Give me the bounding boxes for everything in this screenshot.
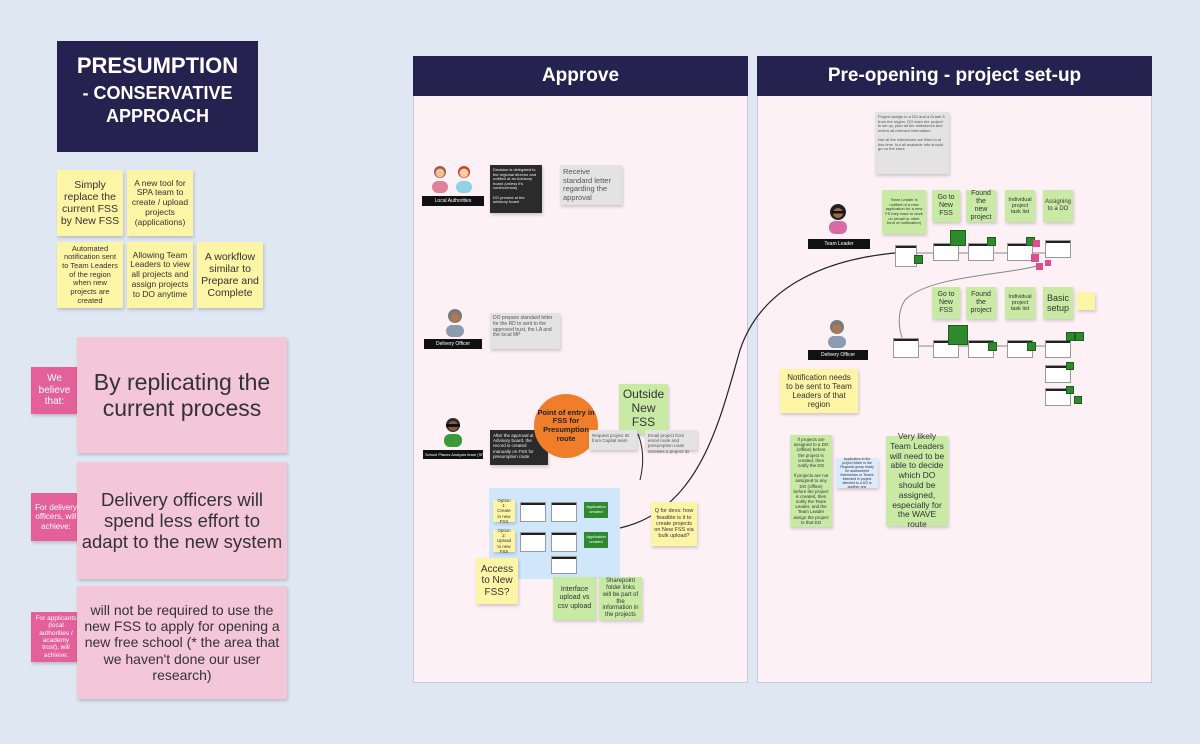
la-decision-note[interactable]: Decision is delegated to the regional di… [490, 165, 542, 213]
tl-step-go-to-fss[interactable]: Go to New FSS [932, 190, 960, 222]
likely-team-leaders-sticky[interactable]: Very likely Team Leaders will need to be… [886, 431, 948, 529]
screen-thumbnail [1045, 388, 1071, 406]
access-fss-sticky[interactable]: Access to New FSS? [476, 558, 518, 604]
green-marker [987, 237, 996, 246]
applicant-achieve-text[interactable]: will not be required to use the new FSS … [77, 586, 287, 699]
do-step-task-list[interactable]: Individual project task list [1005, 287, 1035, 319]
email-project-note[interactable]: Email project from email route and presu… [645, 430, 697, 454]
tl-step-assign-do[interactable]: Assigning to a DO [1043, 190, 1073, 222]
believe-text[interactable]: By replicating the current process [77, 337, 287, 453]
board-title[interactable]: PRESUMPTION - CONSERVATIVE APPROACH [57, 41, 258, 152]
pink-marker [1036, 263, 1043, 270]
project-assign-note[interactable]: Project assign to a DO and a Grade 6 fro… [875, 112, 949, 174]
outside-fss-sticky[interactable]: Outside New FSS [619, 384, 668, 434]
do-step-go-to-fss[interactable]: Go to New FSS [932, 287, 960, 319]
application-created-badge: Application created [584, 532, 608, 548]
screen-thumbnail [520, 502, 546, 522]
title-line-1: PRESUMPTION [76, 53, 239, 78]
la-letter-sticky[interactable]: Receive standard letter regarding the ap… [560, 165, 622, 205]
do-letter-note[interactable]: DO prepare standard letter for the RD to… [490, 313, 560, 349]
green-marker [1075, 332, 1084, 341]
screen-thumbnail [1007, 243, 1033, 261]
green-marker [1066, 332, 1075, 341]
approve-header: Approve [413, 56, 748, 96]
team-leader-label: Team Leader [808, 239, 870, 249]
screen-thumbnail [551, 502, 577, 522]
screen-thumbnail [1045, 240, 1071, 258]
screen-thumbnail [933, 243, 959, 261]
green-marker [950, 230, 966, 246]
idea-sticky[interactable]: Simply replace the current FSS by New FS… [57, 170, 123, 236]
pink-marker [1045, 260, 1051, 266]
application-created-badge: Application created [584, 502, 608, 518]
idea-sticky[interactable]: A workflow similar to Prepare and Comple… [197, 242, 263, 308]
sharepoint-sticky[interactable]: Sharepoint folder links will be part of … [599, 577, 642, 620]
option-1-sticky[interactable]: Option 1: Create in new FSS [493, 498, 515, 524]
green-marker [1027, 342, 1036, 351]
screen-thumbnail [1045, 365, 1071, 383]
notification-sticky[interactable]: Notification needs to be sent to Team Le… [780, 369, 858, 413]
believe-label[interactable]: We believe that: [31, 367, 78, 414]
screen-thumbnail [520, 532, 546, 552]
green-marker [914, 255, 923, 264]
do-step-found-project[interactable]: Found the project [966, 287, 996, 319]
interface-upload-sticky[interactable]: Interface upload vs csv upload [553, 577, 596, 620]
preopening-header: Pre-opening - project set-up [757, 56, 1152, 96]
local-authorities-avatars [428, 163, 478, 193]
green-marker [1066, 362, 1074, 370]
pink-marker [1033, 240, 1040, 247]
screen-thumbnail [893, 338, 919, 358]
green-marker [1066, 386, 1074, 394]
idea-sticky[interactable]: A new tool for SPA team to create / uplo… [127, 170, 193, 236]
green-marker [1074, 396, 1082, 404]
delivery-officer-label-2: Delivery Officer [808, 350, 868, 360]
do-achieve-text[interactable]: Delivery officers will spend less effort… [77, 462, 287, 579]
option-2-sticky[interactable]: Option 2: Upload to new FSS [493, 528, 515, 554]
request-id-note[interactable]: Request project ID from Capital team [589, 430, 637, 450]
delivery-officer-avatar-2 [822, 318, 852, 348]
title-line-3: APPROACH [105, 106, 209, 126]
applicant-achieve-label[interactable]: For applicants (local authorities / acad… [31, 612, 81, 662]
tl-step-task-list[interactable]: Individual project task list [1005, 190, 1035, 222]
do-step-basic-setup[interactable]: Basic setup [1043, 287, 1073, 319]
pink-marker [1031, 254, 1039, 262]
green-marker [948, 325, 968, 345]
do-achieve-label[interactable]: For delivery officers, will achieve: [31, 493, 81, 541]
team-leader-avatar [822, 202, 854, 234]
screen-thumbnail [968, 243, 994, 261]
spa-label: School Places Analysis team (SPA) [423, 450, 488, 459]
idea-sticky[interactable]: Allowing Team Leaders to view all projec… [127, 242, 193, 308]
delivery-officer-avatar [440, 307, 470, 337]
idea-sticky[interactable]: Automated notification sent to Team Lead… [57, 242, 123, 308]
entry-point-circle[interactable]: Point of entry in FSS for Presumption ro… [534, 394, 598, 458]
tiny-note [1077, 292, 1095, 310]
q-for-devs-sticky[interactable]: Q for devs: how feasible is it to create… [651, 502, 697, 546]
screen-thumbnail [551, 532, 577, 552]
tl-step-found-project[interactable]: Found the new project [966, 190, 996, 222]
green-marker [988, 342, 997, 351]
screen-thumbnail [551, 556, 577, 574]
title-line-2: - CONSERVATIVE [82, 83, 233, 103]
blue-process-note[interactable]: Application in the project folder in the… [836, 457, 878, 489]
delivery-officer-label: Delivery Officer [424, 339, 482, 349]
tl-notified-note[interactable]: Team Leader is notified of a new applica… [882, 190, 926, 234]
screen-thumbnail [1045, 340, 1071, 358]
spa-avatar [437, 415, 469, 447]
local-authorities-label: Local Authorities [422, 196, 484, 206]
assigned-offline-note[interactable]: If projects are assigned to a DO (offlin… [790, 435, 832, 527]
